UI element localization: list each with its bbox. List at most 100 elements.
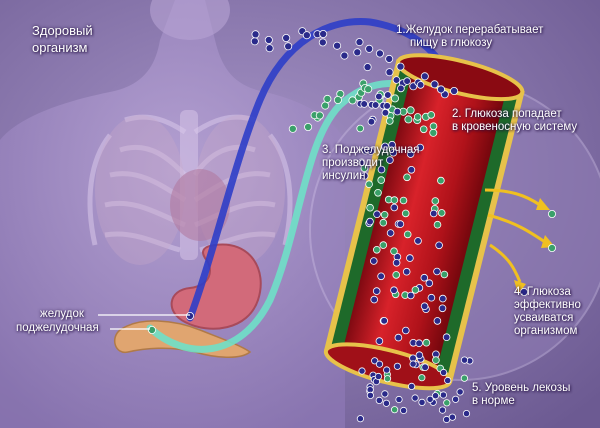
glucose-molecule bbox=[375, 396, 383, 404]
glucose-molecule bbox=[319, 29, 328, 38]
glucose-molecule bbox=[318, 38, 327, 47]
glucose-molecule bbox=[340, 51, 349, 60]
insulin-molecule bbox=[288, 124, 297, 133]
insulin-molecule bbox=[432, 356, 440, 364]
glucose-molecule bbox=[394, 333, 403, 342]
glucose-molecule bbox=[460, 356, 469, 364]
insulin-molecule bbox=[460, 374, 468, 382]
glucose-molecule bbox=[409, 360, 417, 368]
glucose-molecule bbox=[389, 148, 398, 157]
insulin-molecule bbox=[419, 125, 428, 134]
glucose-molecule bbox=[385, 54, 394, 63]
glucose-molecule bbox=[381, 142, 389, 151]
glucose-molecule bbox=[420, 302, 429, 311]
insulin-molecule bbox=[401, 209, 410, 218]
glucose-molecule bbox=[302, 31, 311, 40]
insulin-molecule bbox=[418, 374, 426, 382]
insulin-molecule bbox=[411, 286, 420, 294]
glucose-molecule bbox=[406, 254, 414, 262]
glucose-molecule bbox=[381, 390, 389, 398]
glucose-molecule bbox=[520, 287, 529, 296]
insulin-molecule bbox=[431, 197, 440, 205]
glucose-molecule bbox=[451, 395, 460, 403]
insulin-molecule bbox=[390, 94, 399, 103]
step-line: в кровеносную систему bbox=[452, 121, 578, 133]
insulin-molecule bbox=[147, 325, 156, 334]
insulin-molecule bbox=[390, 247, 398, 256]
insulin-molecule bbox=[366, 203, 374, 212]
insulin-molecule bbox=[356, 124, 365, 133]
glucose-molecule bbox=[415, 339, 423, 348]
glucose-molecule bbox=[425, 279, 434, 288]
glucose-molecule bbox=[438, 294, 447, 303]
title-label: Здоровый организм bbox=[32, 22, 93, 56]
insulin-molecule bbox=[413, 113, 422, 121]
glucose-molecule bbox=[375, 92, 383, 101]
glucose-molecule bbox=[385, 68, 394, 77]
glucose-molecule bbox=[420, 273, 429, 282]
left-lung bbox=[95, 115, 185, 265]
glucose-molecule bbox=[264, 36, 273, 45]
glucose-molecule bbox=[397, 84, 405, 93]
insulin-molecule bbox=[422, 338, 431, 347]
glucose-molecule bbox=[433, 317, 442, 325]
glucose-molecule bbox=[462, 409, 471, 418]
glucose-molecule bbox=[381, 108, 390, 117]
insulin-molecule bbox=[404, 115, 413, 124]
insulin-molecule bbox=[548, 209, 557, 218]
insulin-molecule bbox=[385, 117, 394, 125]
title-line: Здоровый bbox=[32, 23, 93, 38]
step-line: пищу в глюкозу bbox=[410, 37, 493, 49]
glucose-molecule bbox=[367, 117, 376, 126]
glucose-molecule bbox=[436, 85, 445, 94]
insulin-molecule bbox=[365, 180, 373, 189]
insulin-molecule bbox=[304, 123, 313, 132]
glucose-molecule bbox=[382, 399, 390, 407]
insulin-molecule bbox=[429, 128, 438, 137]
glucose-molecule bbox=[448, 413, 456, 421]
glucose-molecule bbox=[383, 366, 391, 374]
pancreas-label: поджелудочная bbox=[16, 322, 99, 334]
glucose-molecule bbox=[401, 326, 410, 335]
glucose-molecule bbox=[390, 286, 398, 295]
glucose-molecule bbox=[386, 156, 394, 164]
glucose-molecule bbox=[357, 158, 366, 167]
glucose-molecule bbox=[365, 44, 374, 53]
glucose-path bbox=[186, 18, 464, 322]
glucose-molecule bbox=[414, 237, 422, 245]
insulin-molecule bbox=[392, 271, 401, 279]
glucose-molecule bbox=[393, 107, 402, 116]
glucose-molecule bbox=[375, 337, 384, 345]
glucose-molecule bbox=[427, 293, 436, 302]
glucose-molecule bbox=[353, 48, 362, 57]
insulin-molecule bbox=[348, 96, 357, 105]
glucose-molecule bbox=[360, 100, 369, 108]
glucose-molecule bbox=[399, 406, 408, 415]
glucose-molecule bbox=[388, 140, 396, 149]
glucose-molecule bbox=[185, 311, 194, 320]
insulin-molecule bbox=[440, 270, 449, 279]
stomach-label: желудок bbox=[40, 308, 84, 320]
glucose-molecule bbox=[442, 333, 451, 342]
insulin-molecule bbox=[380, 211, 389, 219]
glucose-molecule bbox=[366, 391, 374, 399]
glucose-molecule bbox=[430, 80, 439, 89]
step-line: инсулин bbox=[322, 170, 366, 182]
insulin-molecule bbox=[374, 189, 382, 197]
glucose-molecule bbox=[380, 316, 389, 325]
step-3-label: 3. Поджелудочная производит инсулин bbox=[322, 144, 420, 183]
glucose-molecule bbox=[360, 172, 369, 180]
insulin-molecule bbox=[437, 176, 445, 185]
glucose-molecule bbox=[396, 220, 405, 228]
step-line: производит bbox=[322, 157, 384, 169]
glucose-molecule bbox=[418, 398, 426, 406]
glucose-molecule bbox=[456, 388, 464, 396]
glucose-molecule bbox=[415, 351, 424, 360]
glucose-molecule bbox=[416, 143, 425, 152]
glucose-molecule bbox=[372, 287, 381, 295]
insulin-molecule bbox=[403, 173, 411, 182]
step-4-label: 4. Глюкоза эффективно усваиватся организ… bbox=[514, 286, 581, 338]
molecule-dots bbox=[147, 27, 557, 424]
